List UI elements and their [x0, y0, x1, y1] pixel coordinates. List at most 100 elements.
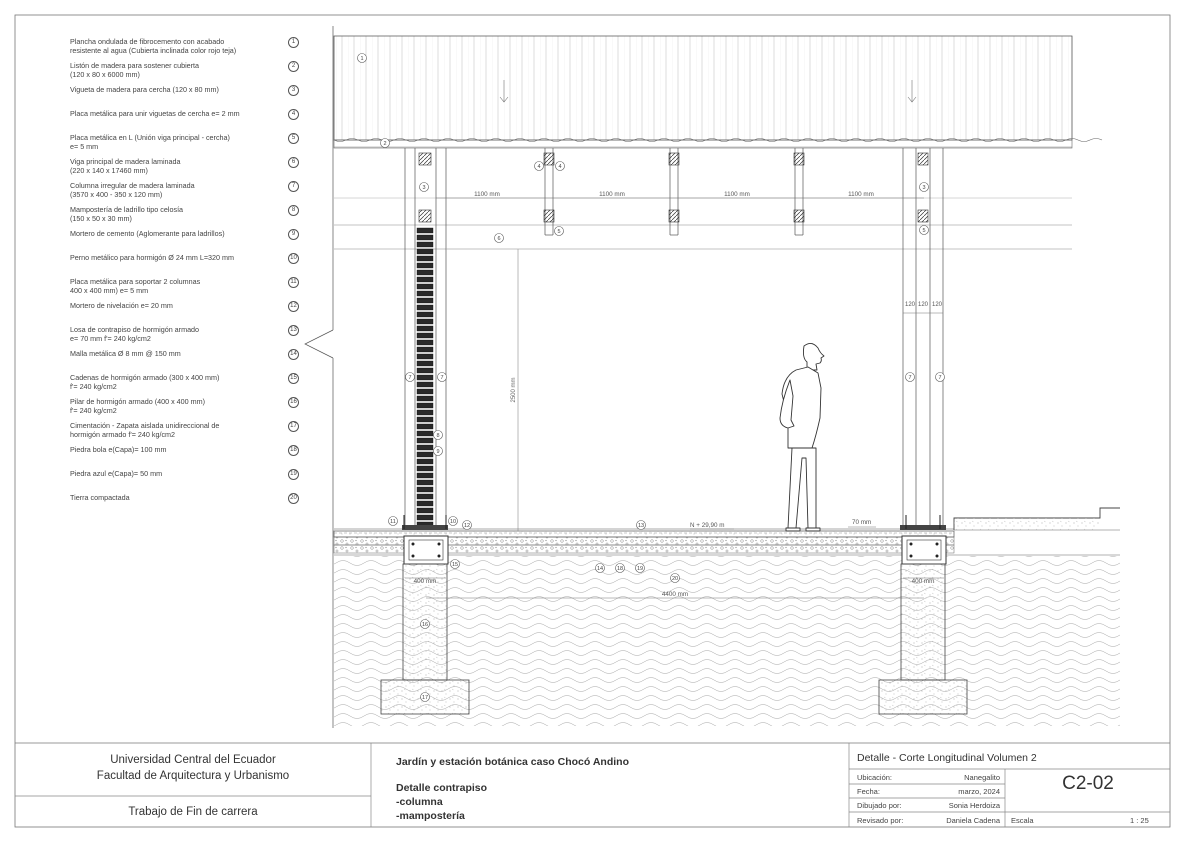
tag-stone_a: 18	[615, 563, 625, 573]
legend-item: Mampostería de ladrillo tipo celosía (15…	[70, 205, 300, 223]
escala-value: 1 : 25	[1130, 816, 1149, 825]
svg-text:18: 18	[617, 566, 623, 572]
svg-text:16: 16	[422, 622, 428, 628]
human-scale-figure	[779, 343, 825, 532]
brick	[416, 367, 434, 374]
tag-beam: 6	[494, 233, 504, 243]
legend-text: Perno metálico para hormigón Ø 24 mm L=3…	[70, 253, 234, 262]
tag-plate: 4	[555, 161, 565, 171]
fecha-value: marzo, 2024	[958, 787, 1000, 796]
brick	[416, 430, 434, 437]
legend-number: 8	[288, 205, 299, 216]
brick	[416, 297, 434, 304]
tag-bolt: 10	[448, 516, 458, 526]
truss-spacing-dimensions: 1100 mm 1100 mm 1100 mm 1100 mm	[436, 191, 924, 199]
svg-text:4: 4	[558, 164, 561, 170]
svg-text:1100 mm: 1100 mm	[599, 191, 625, 198]
svg-text:20: 20	[672, 576, 678, 582]
legend-text: Plancha ondulada de fibrocemento con aca…	[70, 37, 237, 55]
brick	[416, 493, 434, 500]
svg-text:9: 9	[436, 449, 439, 455]
svg-text:13: 13	[638, 523, 644, 529]
tag-batten: 2	[380, 138, 390, 148]
span-dimension: 4400 mm	[662, 591, 688, 598]
svg-text:19: 19	[637, 566, 643, 572]
legend-number: 1	[288, 37, 299, 48]
level-label: N + 29,90 m	[690, 522, 724, 529]
svg-text:7: 7	[908, 375, 911, 381]
revisado-label: Revisado por:	[857, 816, 904, 825]
tag-stone_b: 19	[635, 563, 645, 573]
legend-text: Malla metálica Ø 8 mm @ 150 mm	[70, 349, 181, 358]
concrete-pillars	[380, 563, 968, 715]
svg-text:1: 1	[360, 56, 363, 62]
footing-width-right: 400 mm	[912, 578, 935, 585]
escala-label: Escala	[1011, 816, 1034, 825]
legend-number: 17	[288, 421, 299, 432]
tag-soil: 20	[670, 573, 680, 583]
roof-cover	[333, 35, 1103, 142]
tag-chain: 15	[450, 559, 460, 569]
height-dimension: 2500 mm	[446, 248, 690, 531]
sheet-border	[14, 14, 1171, 828]
base-plate-left	[402, 525, 448, 530]
brick	[416, 332, 434, 339]
brick	[416, 339, 434, 346]
legend-text: Losa de contrapiso de hormigón armado e=…	[70, 325, 200, 343]
svg-text:7: 7	[938, 375, 941, 381]
legend-number: 9	[288, 229, 299, 240]
brick	[416, 388, 434, 395]
legend-text: Mortero de cemento (Aglomerante para lad…	[70, 229, 225, 238]
svg-text:4: 4	[537, 164, 540, 170]
brick	[416, 444, 434, 451]
svg-text:11: 11	[390, 519, 396, 525]
tag-column: 7	[905, 372, 915, 382]
brick	[416, 437, 434, 444]
legend-item: Plancha ondulada de fibrocemento con aca…	[70, 37, 300, 55]
left-column	[404, 148, 447, 530]
legend-item: Placa metálica para unir viguetas de cer…	[70, 109, 300, 120]
revisado-value: Daniela Cadena	[946, 816, 1000, 825]
svg-text:120: 120	[905, 302, 916, 308]
svg-text:2500 mm: 2500 mm	[511, 377, 517, 402]
brick	[416, 465, 434, 472]
svg-text:15: 15	[452, 562, 458, 568]
brick	[416, 318, 434, 325]
brick	[416, 479, 434, 486]
faculty-name: Facultad de Arquitectura y Urbanismo	[96, 770, 290, 782]
legend-number: 13	[288, 325, 299, 336]
brick	[416, 353, 434, 360]
legend-item: Mortero de cemento (Aglomerante para lad…	[70, 229, 300, 240]
svg-text:1100 mm: 1100 mm	[474, 191, 500, 198]
brick	[416, 360, 434, 367]
tag-brick: 8	[433, 430, 443, 440]
roof-batten	[333, 139, 1073, 149]
legend-text: Vigueta de madera para cercha (120 x 80 …	[70, 85, 219, 94]
legend-text: Cadenas de hormigón armado (300 x 400 mm…	[70, 373, 220, 391]
legend-text: Mortero de nivelación e= 20 mm	[70, 301, 173, 310]
brick	[416, 234, 434, 241]
work-type: Trabajo de Fin de carrera	[128, 806, 258, 818]
right-column	[902, 148, 944, 530]
dibujado-label: Dibujado por:	[857, 801, 902, 810]
legend-text: Tierra compactada	[70, 493, 130, 502]
legend-number: 15	[288, 373, 299, 384]
brick	[416, 283, 434, 290]
legend-number: 11	[288, 277, 299, 288]
svg-text:120: 120	[918, 302, 929, 308]
brick	[416, 346, 434, 353]
project-title: Jardín y estación botánica caso Chocó An…	[396, 756, 629, 768]
legend-text: Piedra bola e(Capa)= 100 mm	[70, 445, 167, 454]
desc-line-3: -mampostería	[396, 810, 465, 822]
brick-lattice-wall	[416, 227, 434, 528]
legend-item: Viga principal de madera laminada (220 x…	[70, 157, 300, 175]
brick	[416, 241, 434, 248]
truss-joists	[543, 148, 805, 236]
brick	[416, 290, 434, 297]
brick	[416, 416, 434, 423]
svg-text:5: 5	[557, 229, 560, 235]
floor-slab	[333, 528, 1120, 556]
